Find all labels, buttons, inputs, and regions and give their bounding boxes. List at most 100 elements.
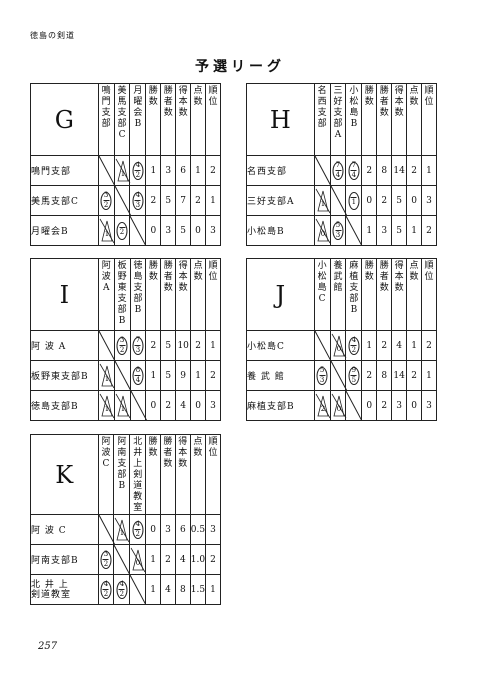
stat-value: 6 [175,155,192,186]
match-result-cell: 1 [345,185,363,216]
team-header-char: 武 [333,272,343,282]
team-header-suffix: C [102,459,110,469]
stat-value: 3 [421,185,437,216]
team-name: 名西支部 [246,155,315,186]
stat-header-char: 者 [163,272,173,282]
team-header-suffix: C [118,130,126,140]
loss-triangle-icon: 1 [115,393,131,419]
team-name: 小松島C [246,330,315,361]
stat-header-suffix: 数 [178,108,188,118]
stat-value: 0 [361,185,378,216]
stat-header-suffix: 数 [163,283,173,293]
stat-header-char: 順 [208,261,218,271]
team-header-suffix: B [350,119,358,129]
league-letter: J [246,258,315,331]
stat-value: 3 [160,514,176,545]
loss-score: 2 [320,405,324,413]
stat-header-char: 勝 [364,86,374,96]
score-bottom: 3 [319,376,325,384]
team-header-suffix: A [334,130,342,140]
score-bottom: 4 [335,171,341,179]
team-header-char: 部 [117,305,127,315]
loss-triangle-icon: 1 [99,218,115,244]
stat-value: 1 [145,544,161,575]
diagonal-slash [346,216,363,246]
stat-value: 0 [406,390,423,421]
team-name: 板野東支部B [30,360,99,391]
team-name: 小松島B [246,215,315,246]
loss-score: 0 [136,559,140,567]
loss-triangle-icon: 1 [315,188,331,214]
score-top: 4 [351,336,357,344]
team-header-char: 波 [101,272,111,282]
stat-value: 2 [406,155,423,186]
team-header-suffix: C [318,294,326,304]
diagonal-slash [98,331,115,361]
team-column-header: 鳴門支部 [97,83,115,156]
stat-header-suffix: 数 [193,97,203,107]
stat-value: 2 [421,215,437,246]
team-name: 美馬支部C [30,185,99,216]
stat-value: 3 [421,390,437,421]
stat-value: 1 [421,155,437,186]
diagonal-slash [114,186,131,216]
loss-score: 1 [105,375,109,383]
stat-header-char: 勝 [163,86,173,96]
stat-value: 2 [160,390,177,421]
team-header-char: 名 [317,86,327,96]
team-header-char: 部 [333,119,343,129]
stat-header-char: 勝 [379,261,389,271]
score-top: 4 [135,161,141,169]
stat-column-header: 点数 [406,258,423,331]
stat-header-char: 点 [193,437,203,447]
self-match-cell [313,155,331,186]
stat-header-char: 勝 [163,261,173,271]
team-header-char: 南 [117,448,127,458]
stat-value: 0 [190,215,206,246]
team-name: 徳島支部B [30,390,99,421]
team-header-char: 部 [101,119,111,129]
score-bottom: 2 [119,346,125,354]
team-name: 北 井 上剣道教室 [30,574,99,605]
win-score-oval: 1 [348,191,360,210]
team-header-char: 植 [349,272,359,282]
stat-value: 8 [174,574,191,605]
team-header-char: 波 [101,448,111,458]
stat-header-char: 本 [178,97,188,107]
score-top: 5 [319,366,325,374]
team-header-char: 阿 [101,261,111,271]
stat-value: 3 [160,215,177,246]
stat-value: 1 [145,574,161,605]
team-header-char: 麻 [349,261,359,271]
stat-value: 0 [406,185,423,216]
score-bottom: 3 [135,201,141,209]
stat-header-suffix: 数 [148,448,158,458]
score-top: 9 [351,366,357,374]
score-bottom: 5 [351,376,357,384]
stat-header-suffix: 数 [409,272,419,282]
stat-value: 8 [376,360,393,391]
match-result-cell: 2 [313,390,331,421]
score-bottom: 4 [135,376,141,384]
stat-value: 2 [145,185,162,216]
team-header-char: 部 [117,470,127,480]
loss-score: 0 [320,230,324,238]
loss-triangle-icon: 2 [315,393,331,419]
page-number: 257 [38,641,58,652]
stat-value: 1 [361,330,378,361]
